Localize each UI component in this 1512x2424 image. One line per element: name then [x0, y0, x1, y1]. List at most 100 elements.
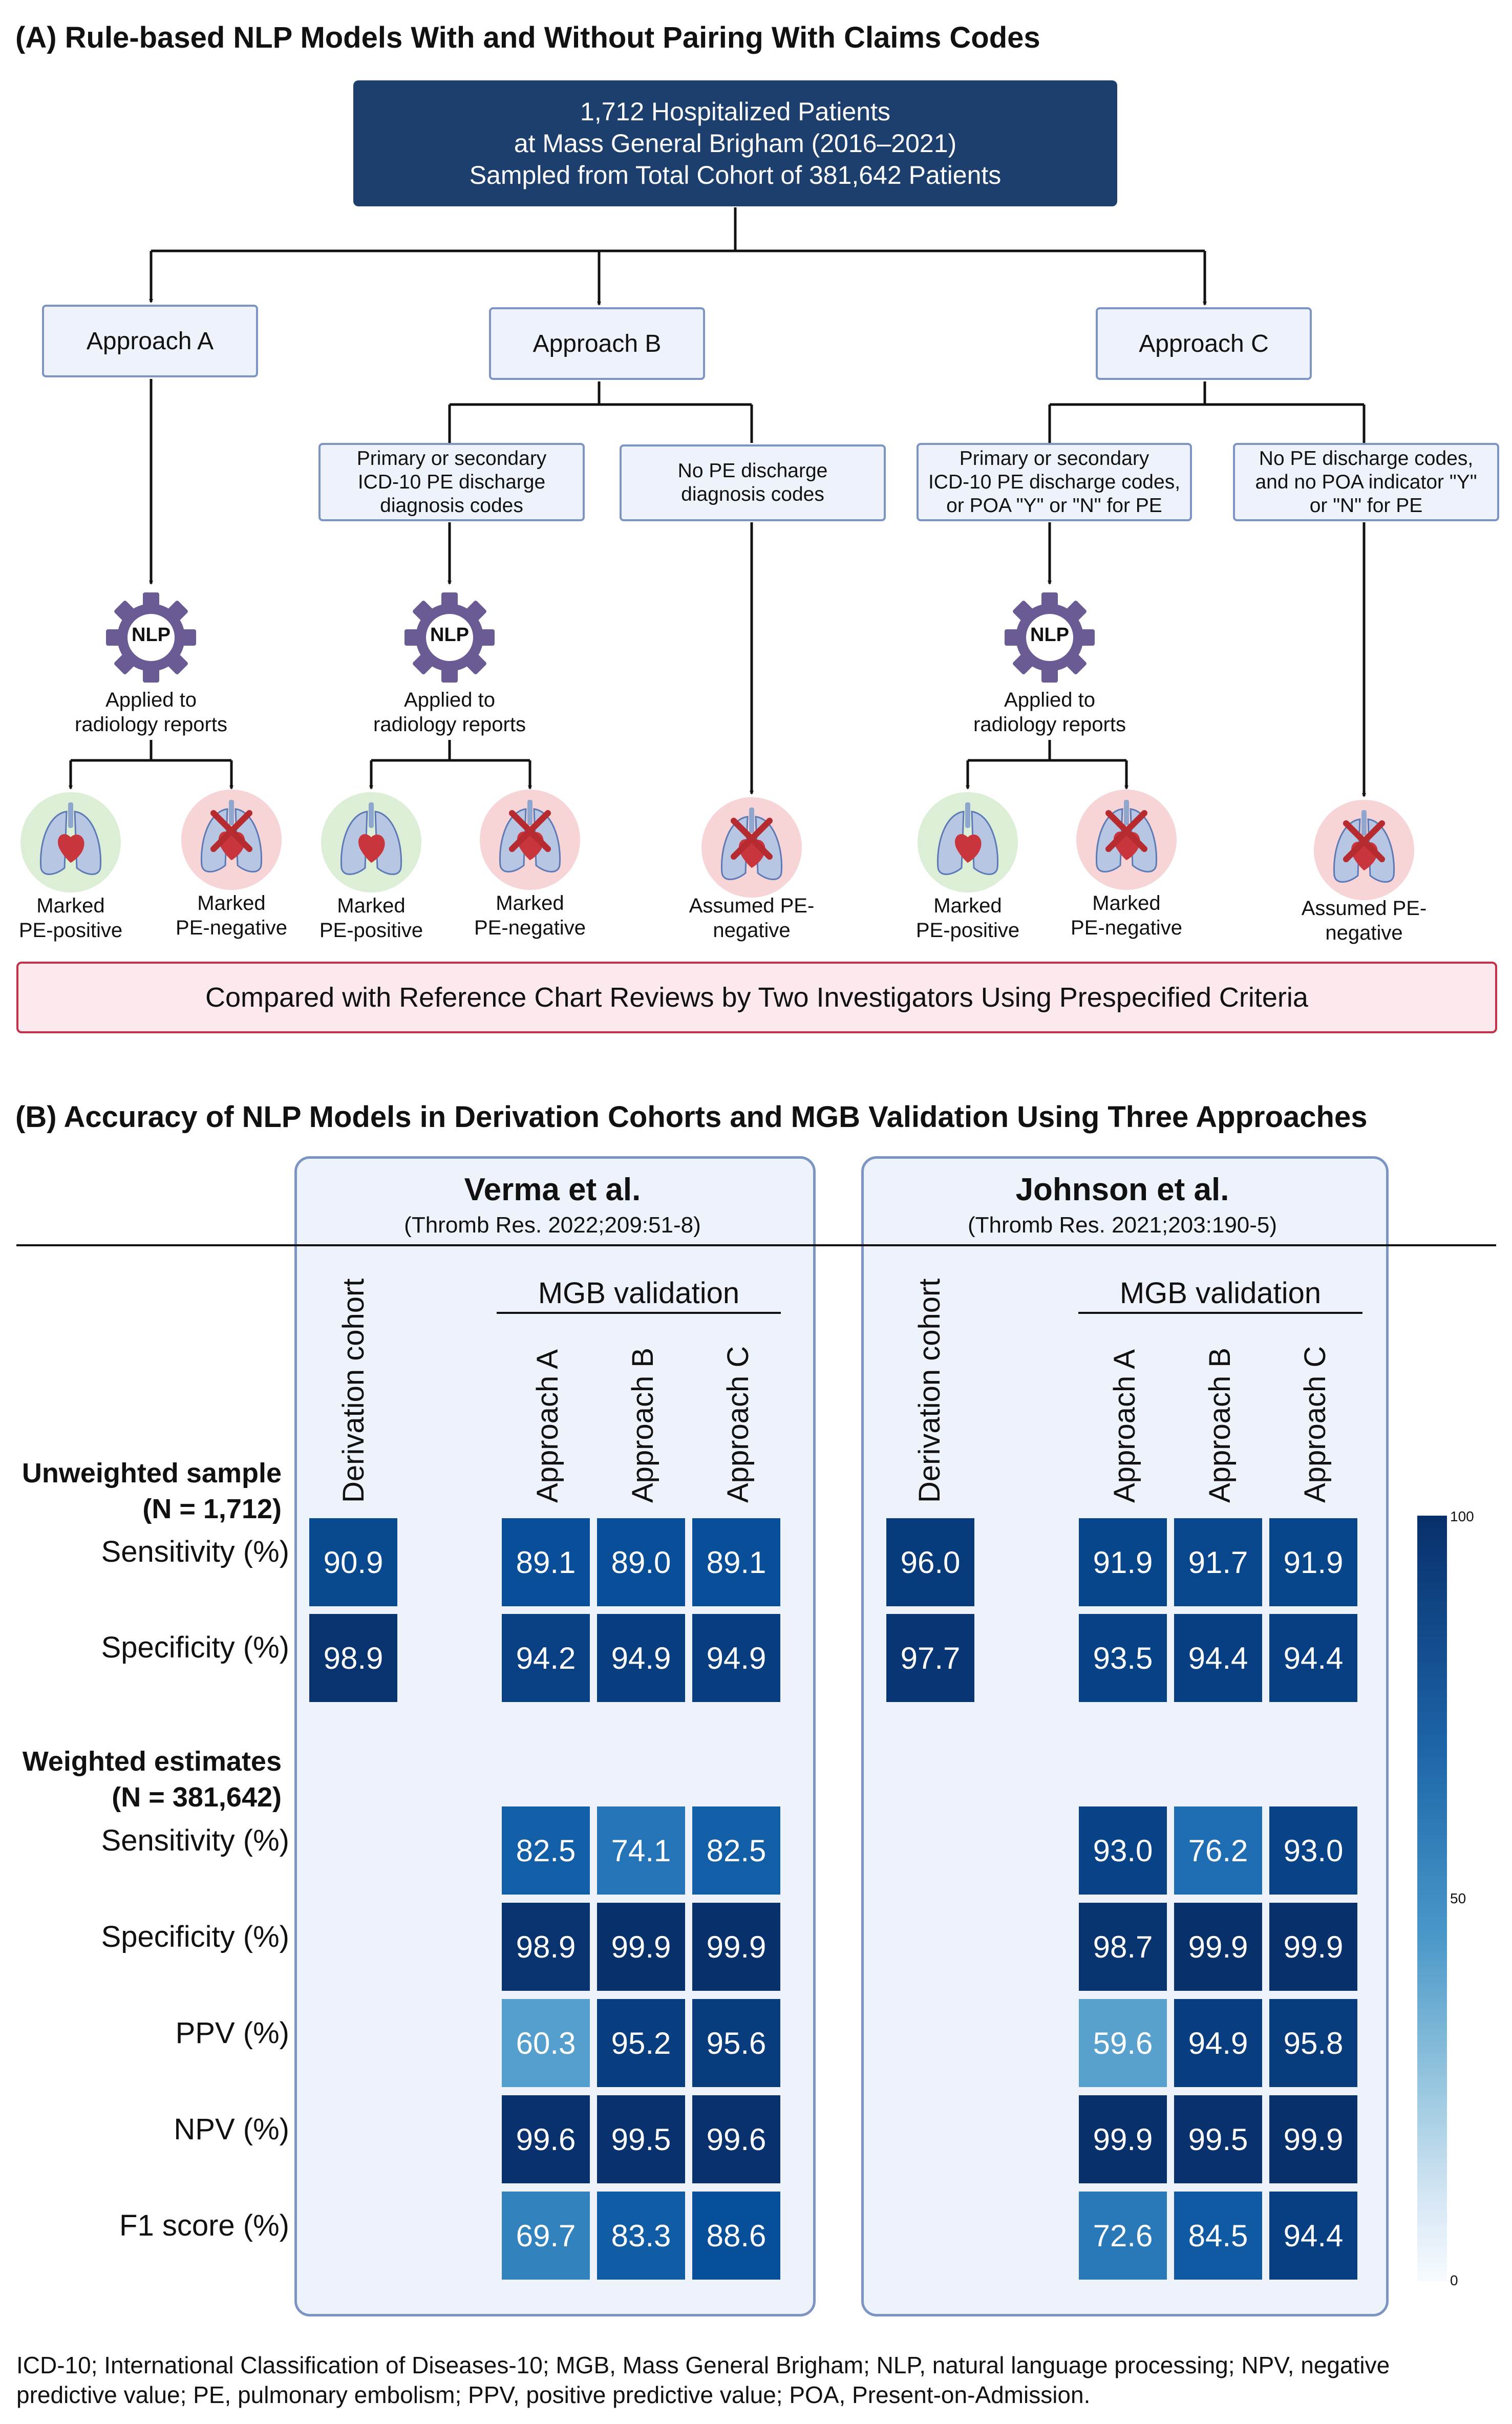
heatmap-cell-johnson-r6-c2: 84.5	[1174, 2192, 1262, 2280]
applied-caption-c-line-2: radiology reports	[973, 713, 1126, 736]
heatmap-cell-verma-r1-c2: 94.9	[597, 1614, 685, 1702]
outcome-neg-c-line-2: PE-negative	[1071, 917, 1182, 939]
row-label-weighted-npv: NPV (%)	[174, 2113, 289, 2146]
heatmap-cell-johnson-r6-c1: 72.6	[1079, 2192, 1167, 2280]
outcome-neg-b-line-2: PE-negative	[474, 917, 586, 939]
heatmap-cell-johnson-r1-c2: 94.4	[1174, 1614, 1262, 1702]
heatmap-cell-verma-r2-c2: 74.1	[597, 1806, 685, 1895]
approach-b-box: Approach B	[489, 307, 705, 380]
heatmap-cell-verma-r0-c2: 89.0	[597, 1518, 685, 1606]
outcome-pos-c-line-2: PE-positive	[915, 919, 1020, 942]
outcome-pos-a-line-1: Marked	[36, 895, 105, 917]
approach-c-uncoded-line-2: and no POA indicator "Y"	[1255, 471, 1477, 493]
cohort-root-box: 1,712 Hospitalized Patients at Mass Gene…	[353, 80, 1117, 206]
applied-caption-b-line-1: Applied to	[404, 689, 495, 711]
lung-positive-a	[19, 791, 122, 894]
lungs-icon	[20, 792, 121, 892]
heatmap-cell-johnson-r2-c3: 93.0	[1269, 1806, 1357, 1895]
row-label-weighted-sensitivity: Sensitivity (%)	[101, 1824, 289, 1857]
heatmap-cell-johnson-r1-c3: 94.4	[1269, 1614, 1357, 1702]
applied-caption-c-line-1: Applied to	[1004, 689, 1095, 711]
outcome-pos-b-line-2: PE-positive	[319, 919, 423, 942]
lungs-crossed-icon	[480, 790, 580, 890]
heatmap-cell-verma-r5-c2: 99.5	[597, 2095, 685, 2183]
lungs-crossed-icon	[1076, 790, 1177, 890]
heatmap-cell-johnson-r5-c3: 99.9	[1269, 2095, 1357, 2183]
applied-caption-b: Applied to radiology reports	[347, 688, 552, 737]
lung-assumed-negative-c	[1313, 799, 1415, 901]
row-label-weighted-specificity: Specificity (%)	[101, 1920, 289, 1953]
row-label-weighted-f1: F1 score (%)	[119, 2209, 289, 2242]
heatmap-cell-johnson-r5-c2: 99.5	[1174, 2095, 1262, 2183]
gear-icon	[404, 592, 495, 683]
heatmap-cell-verma-r6-c2: 83.3	[597, 2192, 685, 2280]
heatmap-cell-verma-r1-c0: 98.9	[309, 1614, 397, 1702]
approach-b-uncoded-line-2: diagnosis codes	[681, 483, 824, 505]
lung-negative-b	[479, 789, 581, 891]
heatmap-cell-johnson-r1-c0: 97.7	[886, 1614, 974, 1702]
nlp-gear-b-label: NLP	[430, 624, 469, 646]
applied-caption-c: Applied to radiology reports	[947, 688, 1152, 737]
mgb-underline-johnson	[1078, 1312, 1362, 1314]
approach-c-uncoded-box: No PE discharge codes, and no POA indica…	[1233, 443, 1499, 521]
cohort-root-line-2: at Mass General Brigham (2016–2021)	[514, 129, 957, 158]
applied-caption-a-line-2: radiology reports	[75, 713, 227, 736]
mgb-underline-verma	[497, 1312, 781, 1314]
row-label-unweighted-sensitivity: Sensitivity (%)	[101, 1535, 289, 1568]
header-divider	[16, 1244, 1496, 1246]
footnote: ICD-10; International Classification of …	[16, 2352, 1390, 2408]
heatmap-cell-johnson-r3-c1: 98.7	[1079, 1903, 1167, 1991]
colorbar-mid-label: 50	[1450, 1890, 1466, 1906]
heatmap-cell-johnson-r0-c0: 96.0	[886, 1518, 974, 1606]
approach-c-coded-box: Primary or secondary ICD-10 PE discharge…	[917, 443, 1192, 521]
outcome-assumed-b-line-2: negative	[713, 919, 791, 942]
heatmap-cell-verma-r1-c3: 94.9	[692, 1614, 780, 1702]
gear-icon	[106, 592, 196, 683]
group-label-weighted-line-2: (N = 381,642)	[112, 1782, 282, 1813]
approach-b-uncoded-line-1: No PE discharge	[677, 460, 828, 482]
heatmap-cell-verma-r6-c3: 88.6	[692, 2192, 780, 2280]
heatmap-cell-johnson-r5-c1: 99.9	[1079, 2095, 1167, 2183]
heatmap-cell-verma-r4-c1: 60.3	[502, 1999, 590, 2087]
heatmap-cell-johnson-r3-c2: 99.9	[1174, 1903, 1262, 1991]
heatmap-cell-johnson-r0-c1: 91.9	[1079, 1518, 1167, 1606]
lung-positive-c	[917, 791, 1019, 894]
col-approach-b-johnson: Approach B	[1203, 1347, 1237, 1503]
approach-c-label: Approach C	[1139, 330, 1269, 357]
group-label-unweighted-line-1: Unweighted sample	[22, 1458, 282, 1489]
heatmap-cell-johnson-r4-c3: 95.8	[1269, 1999, 1357, 2087]
outcome-pos-b: Marked PE-positive	[300, 894, 443, 943]
study-citation-johnson: (Thromb Res. 2021;203:190-5)	[967, 1213, 1277, 1238]
lungs-icon	[918, 792, 1018, 892]
group-label-weighted: Weighted estimates (N = 381,642)	[10, 1743, 282, 1815]
outcome-assumed-b-line-1: Assumed PE-	[689, 895, 815, 917]
heatmap-cell-johnson-r1-c1: 93.5	[1079, 1614, 1167, 1702]
lungs-crossed-icon	[701, 797, 802, 898]
nlp-gear-c-label: NLP	[1030, 624, 1069, 646]
col-approach-c-verma: Approach C	[721, 1346, 755, 1503]
lung-negative-a	[180, 789, 283, 891]
approach-c-uncoded-line-3: or "N" for PE	[1309, 494, 1423, 517]
lung-assumed-negative-b	[700, 796, 803, 899]
approach-a-box: Approach A	[42, 305, 258, 377]
approach-c-box: Approach C	[1096, 307, 1312, 380]
outcome-neg-b: Marked PE-negative	[458, 891, 602, 940]
nlp-gear-a: NLP	[105, 591, 197, 684]
nlp-gear-b: NLP	[403, 591, 496, 684]
applied-caption-a-line-1: Applied to	[105, 689, 197, 711]
heatmap-cell-verma-r1-c1: 94.2	[502, 1614, 590, 1702]
col-approach-a-verma: Approach A	[531, 1349, 564, 1503]
heatmap-cell-johnson-r2-c1: 93.0	[1079, 1806, 1167, 1895]
col-approach-b-verma: Approach B	[626, 1347, 659, 1503]
approach-c-coded-line-1: Primary or secondary	[959, 447, 1149, 470]
outcome-assumed-b: Assumed PE- negative	[665, 894, 839, 943]
flow-connectors	[69, 207, 1366, 797]
heatmap-cell-verma-r2-c3: 82.5	[692, 1806, 780, 1895]
panel-b-title: (B) Accuracy of NLP Models in Derivation…	[15, 1100, 1368, 1134]
colorbar-min-label: 0	[1450, 2272, 1458, 2288]
panel-a-title: (A) Rule-based NLP Models With and Witho…	[15, 21, 1040, 54]
col-derivation-verma: Derivation cohort	[337, 1278, 370, 1503]
approach-c-coded-line-3: or POA "Y" or "N" for PE	[946, 494, 1162, 517]
mgb-validation-verma: MGB validation	[538, 1277, 740, 1310]
nlp-gear-c: NLP	[1004, 591, 1096, 684]
